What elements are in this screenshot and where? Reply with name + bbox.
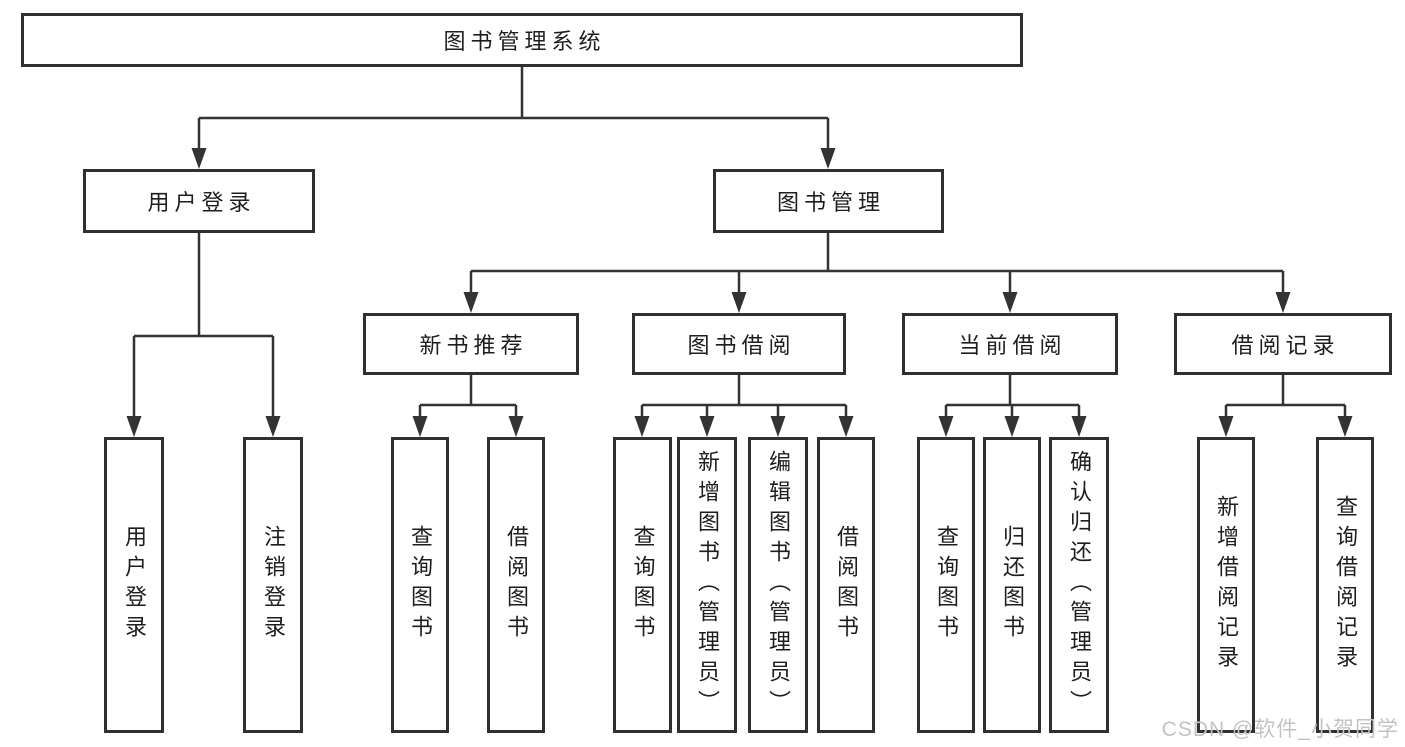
watermark: CSDN @软件_小贺同学 xyxy=(1161,718,1399,741)
arrowhead-icon xyxy=(838,416,854,437)
node-leaf-logout: 注销登录 xyxy=(243,437,303,733)
node-book-management-label: 图书管理 xyxy=(776,190,885,215)
node-user-login-label: 用户登录 xyxy=(147,190,256,215)
node-borrowing-records-label: 借阅记录 xyxy=(1231,333,1340,358)
arrowhead-icon xyxy=(1002,292,1018,313)
connector-book-borrowing-to-leaves xyxy=(640,375,848,420)
node-new-book-recommendation-label: 新书推荐 xyxy=(419,333,528,358)
arrowhead-icon xyxy=(770,416,786,437)
arrowhead-icon xyxy=(191,148,207,169)
arrowhead-icon xyxy=(699,416,715,437)
node-leaf-query-books-recommend: 查询图书 xyxy=(391,437,449,733)
node-leaf-query-books-borrow: 查询图书 xyxy=(613,437,672,733)
connector-user-login-to-leaves xyxy=(132,233,275,420)
node-leaf-query-books-current-label: 查询图书 xyxy=(934,525,959,645)
node-leaf-return-books: 归还图书 xyxy=(983,437,1041,733)
arrowhead-icon xyxy=(1275,292,1291,313)
arrowhead-icon xyxy=(820,148,836,169)
connector-root-to-level2 xyxy=(197,67,830,152)
node-leaf-add-books-admin: 新增图书（管理员） xyxy=(677,437,737,733)
connector-book-management-to-level3 xyxy=(469,233,1285,296)
node-book-borrowing: 图书借阅 xyxy=(632,313,846,375)
connector-current-borrowing-to-leaves xyxy=(944,375,1081,420)
node-library-system-label: 图书管理系统 xyxy=(443,29,606,54)
arrowhead-icon xyxy=(938,416,954,437)
node-leaf-query-borrow-record: 查询借阅记录 xyxy=(1316,437,1374,733)
connector-borrowing-records-to-leaves xyxy=(1224,375,1347,420)
node-leaf-user-login: 用户登录 xyxy=(104,437,164,733)
node-book-management: 图书管理 xyxy=(713,169,944,233)
arrowhead-icon xyxy=(508,416,524,437)
node-leaf-query-books-borrow-label: 查询图书 xyxy=(630,525,656,645)
arrowhead-icon xyxy=(463,292,479,313)
node-leaf-add-borrow-record: 新增借阅记录 xyxy=(1197,437,1255,733)
arrowhead-icon xyxy=(1071,416,1087,437)
arrowhead-icon xyxy=(126,416,142,437)
arrowhead-icon xyxy=(634,416,650,437)
node-current-borrowing: 当前借阅 xyxy=(902,313,1118,375)
arrowhead-icon xyxy=(731,292,747,313)
node-leaf-edit-books-admin-label: 编辑图书（管理员） xyxy=(766,450,791,720)
node-leaf-query-books-recommend-label: 查询图书 xyxy=(408,525,433,645)
arrowhead-icon xyxy=(265,416,281,437)
node-leaf-query-books-current: 查询图书 xyxy=(917,437,975,733)
node-leaf-logout-label: 注销登录 xyxy=(261,525,286,645)
node-leaf-add-books-admin-label: 新增图书（管理员） xyxy=(695,450,720,720)
node-leaf-edit-books-admin: 编辑图书（管理员） xyxy=(748,437,808,733)
node-leaf-confirm-return-admin-label: 确认归还（管理员） xyxy=(1067,450,1092,720)
arrowhead-icon xyxy=(1337,416,1353,437)
node-user-login: 用户登录 xyxy=(83,169,315,233)
arrowhead-icon xyxy=(1004,416,1020,437)
node-leaf-borrow-books-label: 借阅图书 xyxy=(834,525,859,645)
node-leaf-confirm-return-admin: 确认归还（管理员） xyxy=(1049,437,1109,733)
node-leaf-add-borrow-record-label: 新增借阅记录 xyxy=(1214,495,1239,675)
node-new-book-recommendation: 新书推荐 xyxy=(363,313,579,375)
node-leaf-query-borrow-record-label: 查询借阅记录 xyxy=(1333,495,1358,675)
node-borrowing-records: 借阅记录 xyxy=(1174,313,1392,375)
node-library-system: 图书管理系统 xyxy=(21,13,1023,67)
arrowhead-icon xyxy=(1218,416,1234,437)
node-leaf-return-books-label: 归还图书 xyxy=(1000,525,1025,645)
node-book-borrowing-label: 图书借阅 xyxy=(687,333,796,358)
node-leaf-user-login-label: 用户登录 xyxy=(122,525,147,645)
arrowhead-icon xyxy=(412,416,428,437)
connector-new-book-recommendation-to-leaves xyxy=(418,375,518,420)
node-leaf-borrow-books-recommend: 借阅图书 xyxy=(487,437,545,733)
node-leaf-borrow-books: 借阅图书 xyxy=(817,437,875,733)
node-current-borrowing-label: 当前借阅 xyxy=(958,333,1067,358)
node-leaf-borrow-books-recommend-label: 借阅图书 xyxy=(504,525,529,645)
